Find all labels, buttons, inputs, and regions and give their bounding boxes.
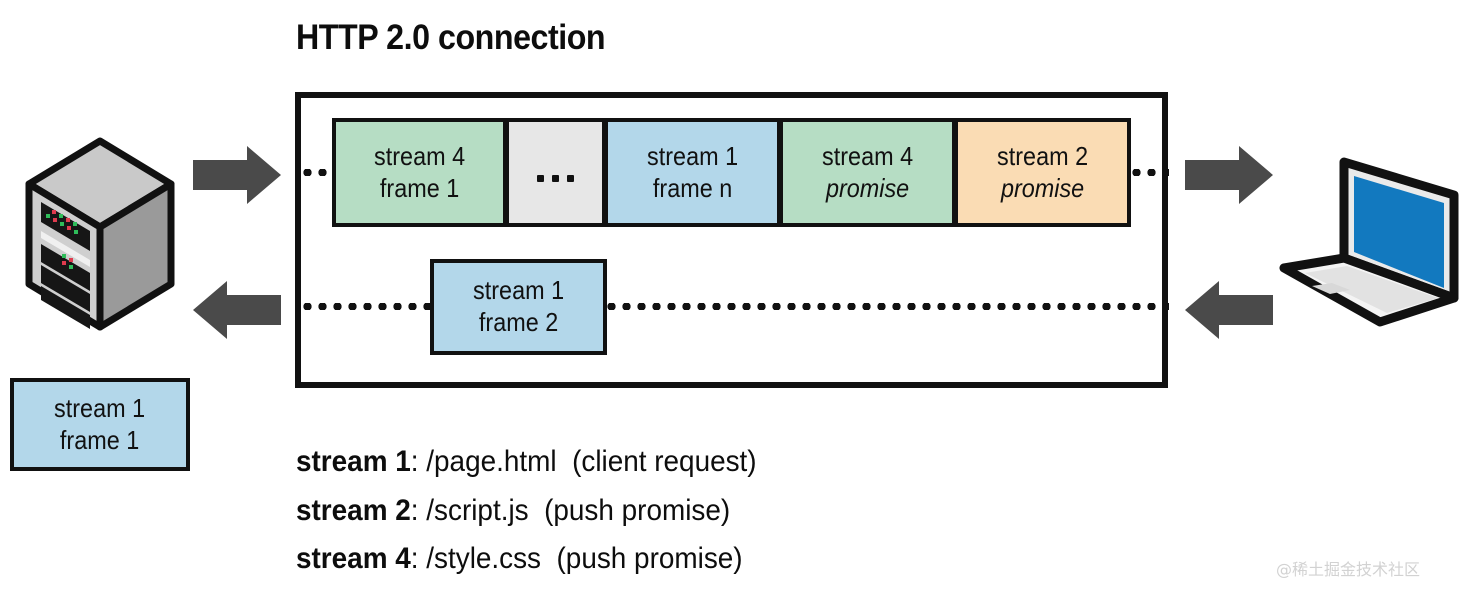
legend-stream-label: stream 1 — [296, 445, 411, 478]
frame-box-line1: stream 1 — [646, 140, 739, 171]
legend-row-stream2: stream 2: /script.js (push promise) — [296, 487, 757, 536]
legend-path: /script.js — [426, 493, 529, 527]
legend-stream-label: stream 2 — [296, 493, 411, 527]
frame-box-stream1-frame1-outgoing[interactable]: stream 1 frame 1 — [10, 378, 190, 471]
arrow-left-icon-client-outbound — [1185, 281, 1273, 344]
legend-path: /page.html — [426, 445, 557, 478]
dotted-line-top-left — [300, 169, 334, 176]
server-icon — [24, 136, 176, 337]
arrow-right-icon-server-outbound — [193, 146, 281, 209]
frame-box-line2: promise — [1000, 172, 1085, 203]
frame-box-stream1-framen[interactable]: stream 1 frame n — [604, 118, 781, 227]
frame-box-ellipsis — [505, 118, 606, 227]
frame-box-stream4-frame1[interactable]: stream 4 frame 1 — [332, 118, 507, 227]
dotted-line-bottom-left — [300, 303, 432, 310]
ellipsis-icon — [537, 175, 574, 182]
frame-box-line2: frame 1 — [379, 172, 460, 203]
frame-box-line2: frame n — [652, 172, 733, 203]
frame-box-line1: stream 2 — [996, 140, 1089, 171]
watermark: @稀土掘金技术社区 — [1276, 560, 1421, 579]
frame-box-line1: stream 4 — [821, 140, 914, 171]
frame-box-stream2-promise[interactable]: stream 2 promise — [954, 118, 1131, 227]
legend-separator: : — [410, 542, 427, 576]
frame-box-line2: frame 2 — [478, 307, 559, 337]
frame-box-stream1-frame2[interactable]: stream 1 frame 2 — [430, 259, 607, 355]
frame-box-line2: frame 1 — [60, 424, 140, 455]
laptop-icon — [1272, 140, 1472, 340]
dotted-line-bottom-right — [604, 303, 1169, 310]
legend-note: (push promise) — [556, 542, 743, 576]
legend-note: (push promise) — [544, 493, 731, 527]
stream-legend: stream 1: /page.html (client request) st… — [296, 438, 791, 584]
arrow-right-icon-client-inbound — [1185, 146, 1273, 209]
legend-note: (client request) — [572, 445, 757, 478]
frame-box-line1: stream 4 — [373, 140, 466, 171]
legend-path: /style.css — [426, 542, 542, 576]
frame-box-line1: stream 1 — [54, 392, 146, 423]
frame-box-line1: stream 1 — [472, 275, 565, 306]
page-title: HTTP 2.0 connection — [296, 18, 606, 57]
legend-row-stream1: stream 1: /page.html (client request) — [296, 438, 757, 487]
legend-separator: : — [410, 445, 427, 478]
legend-row-stream4: stream 4: /style.css (push promise) — [296, 535, 757, 584]
frame-box-line2: promise — [825, 172, 910, 203]
frame-box-stream4-promise[interactable]: stream 4 promise — [779, 118, 956, 227]
legend-separator: : — [410, 493, 427, 527]
dotted-line-top-right — [1129, 169, 1169, 176]
legend-stream-label: stream 4 — [296, 542, 411, 576]
arrow-left-icon-server-inbound — [193, 281, 281, 344]
